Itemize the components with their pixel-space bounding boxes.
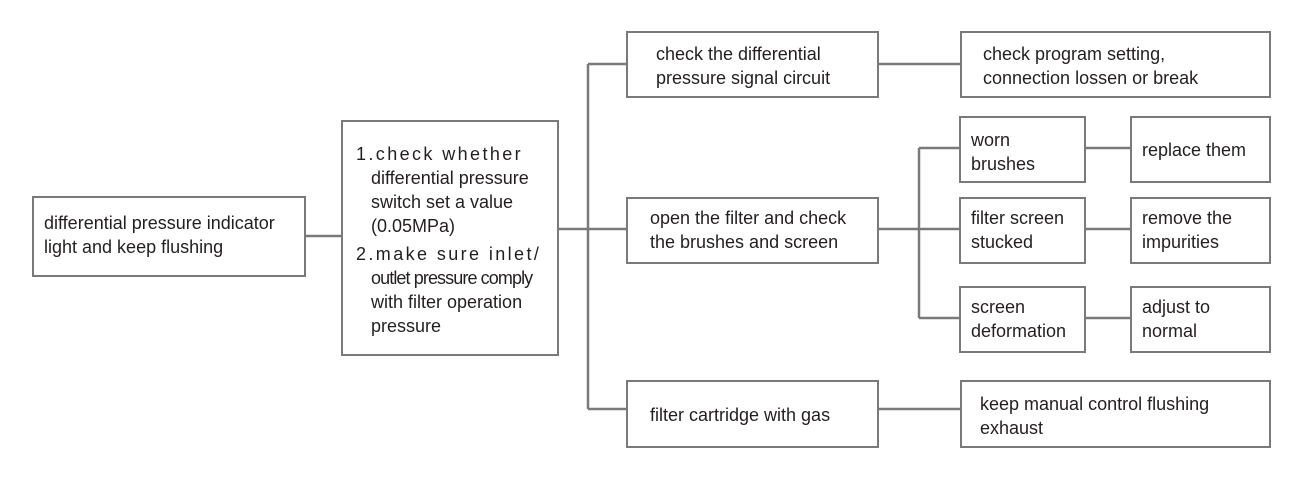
node-adjust-normal: adjust to normal bbox=[1130, 286, 1271, 353]
check-item2-head: 2.make sure inlet/ bbox=[356, 244, 542, 264]
node-stucked-line-2: stucked bbox=[971, 232, 1034, 252]
node-program-line-2: connection lossen or break bbox=[983, 68, 1199, 88]
node-stucked-line-1: filter screen bbox=[971, 208, 1065, 228]
node-worn-brushes: worn brushes bbox=[959, 116, 1086, 183]
check-item2-line-3: with filter operation bbox=[371, 292, 523, 312]
check-item1-head: 1.check whether bbox=[356, 144, 524, 164]
node-adjust-line-1: adjust to bbox=[1142, 297, 1211, 317]
node-program-line-1: check program setting, bbox=[983, 44, 1166, 64]
node-root-line-2: light and keep flushing bbox=[44, 237, 224, 257]
node-manual-flushing: keep manual control flushing exhaust bbox=[960, 380, 1271, 448]
node-signal-circuit: check the differential pressure signal c… bbox=[626, 31, 879, 98]
node-worn-line-2: brushes bbox=[971, 154, 1036, 174]
node-gas-line-1: filter cartridge with gas bbox=[650, 405, 831, 425]
node-impurities-line-2: impurities bbox=[1142, 232, 1220, 252]
node-impurities-line-1: remove the bbox=[1142, 208, 1233, 228]
node-worn-line-1: worn bbox=[971, 130, 1011, 150]
check-item2-line-4: pressure bbox=[371, 316, 442, 336]
node-remove-impurities: remove the impurities bbox=[1130, 197, 1271, 264]
node-deformation-line-2: deformation bbox=[971, 321, 1067, 341]
node-program-setting: check program setting, connection lossen… bbox=[960, 31, 1271, 98]
node-deformation-line-1: screen bbox=[971, 297, 1026, 317]
node-open-filter: open the filter and check the brushes an… bbox=[626, 197, 879, 264]
node-gas: filter cartridge with gas bbox=[626, 380, 879, 448]
check-item1-line-2: differential pressure bbox=[371, 168, 529, 188]
node-signal-line-2: pressure signal circuit bbox=[656, 68, 831, 88]
node-manual-line-1: keep manual control flushing bbox=[980, 394, 1210, 414]
node-check-steps: 1.check whether differential pressure sw… bbox=[341, 120, 559, 356]
node-root-symptom: differential pressure indicator light an… bbox=[32, 196, 306, 277]
check-item2-line-2: outlet pressure comply bbox=[371, 268, 533, 288]
node-screen-deformation: screen deformation bbox=[959, 286, 1086, 353]
node-adjust-line-2: normal bbox=[1142, 321, 1198, 341]
node-replace-line-1: replace them bbox=[1142, 140, 1247, 160]
node-root-line-1: differential pressure indicator bbox=[44, 213, 275, 233]
node-signal-line-1: check the differential bbox=[656, 44, 821, 64]
node-open-filter-line-2: the brushes and screen bbox=[650, 232, 839, 252]
node-manual-line-2: exhaust bbox=[980, 418, 1044, 438]
node-replace-them: replace them bbox=[1130, 116, 1271, 183]
node-screen-stucked: filter screen stucked bbox=[959, 197, 1086, 264]
check-item1-line-4: (0.05MPa) bbox=[371, 216, 456, 236]
check-item1-line-3: switch set a value bbox=[371, 192, 514, 212]
node-open-filter-line-1: open the filter and check bbox=[650, 208, 847, 228]
